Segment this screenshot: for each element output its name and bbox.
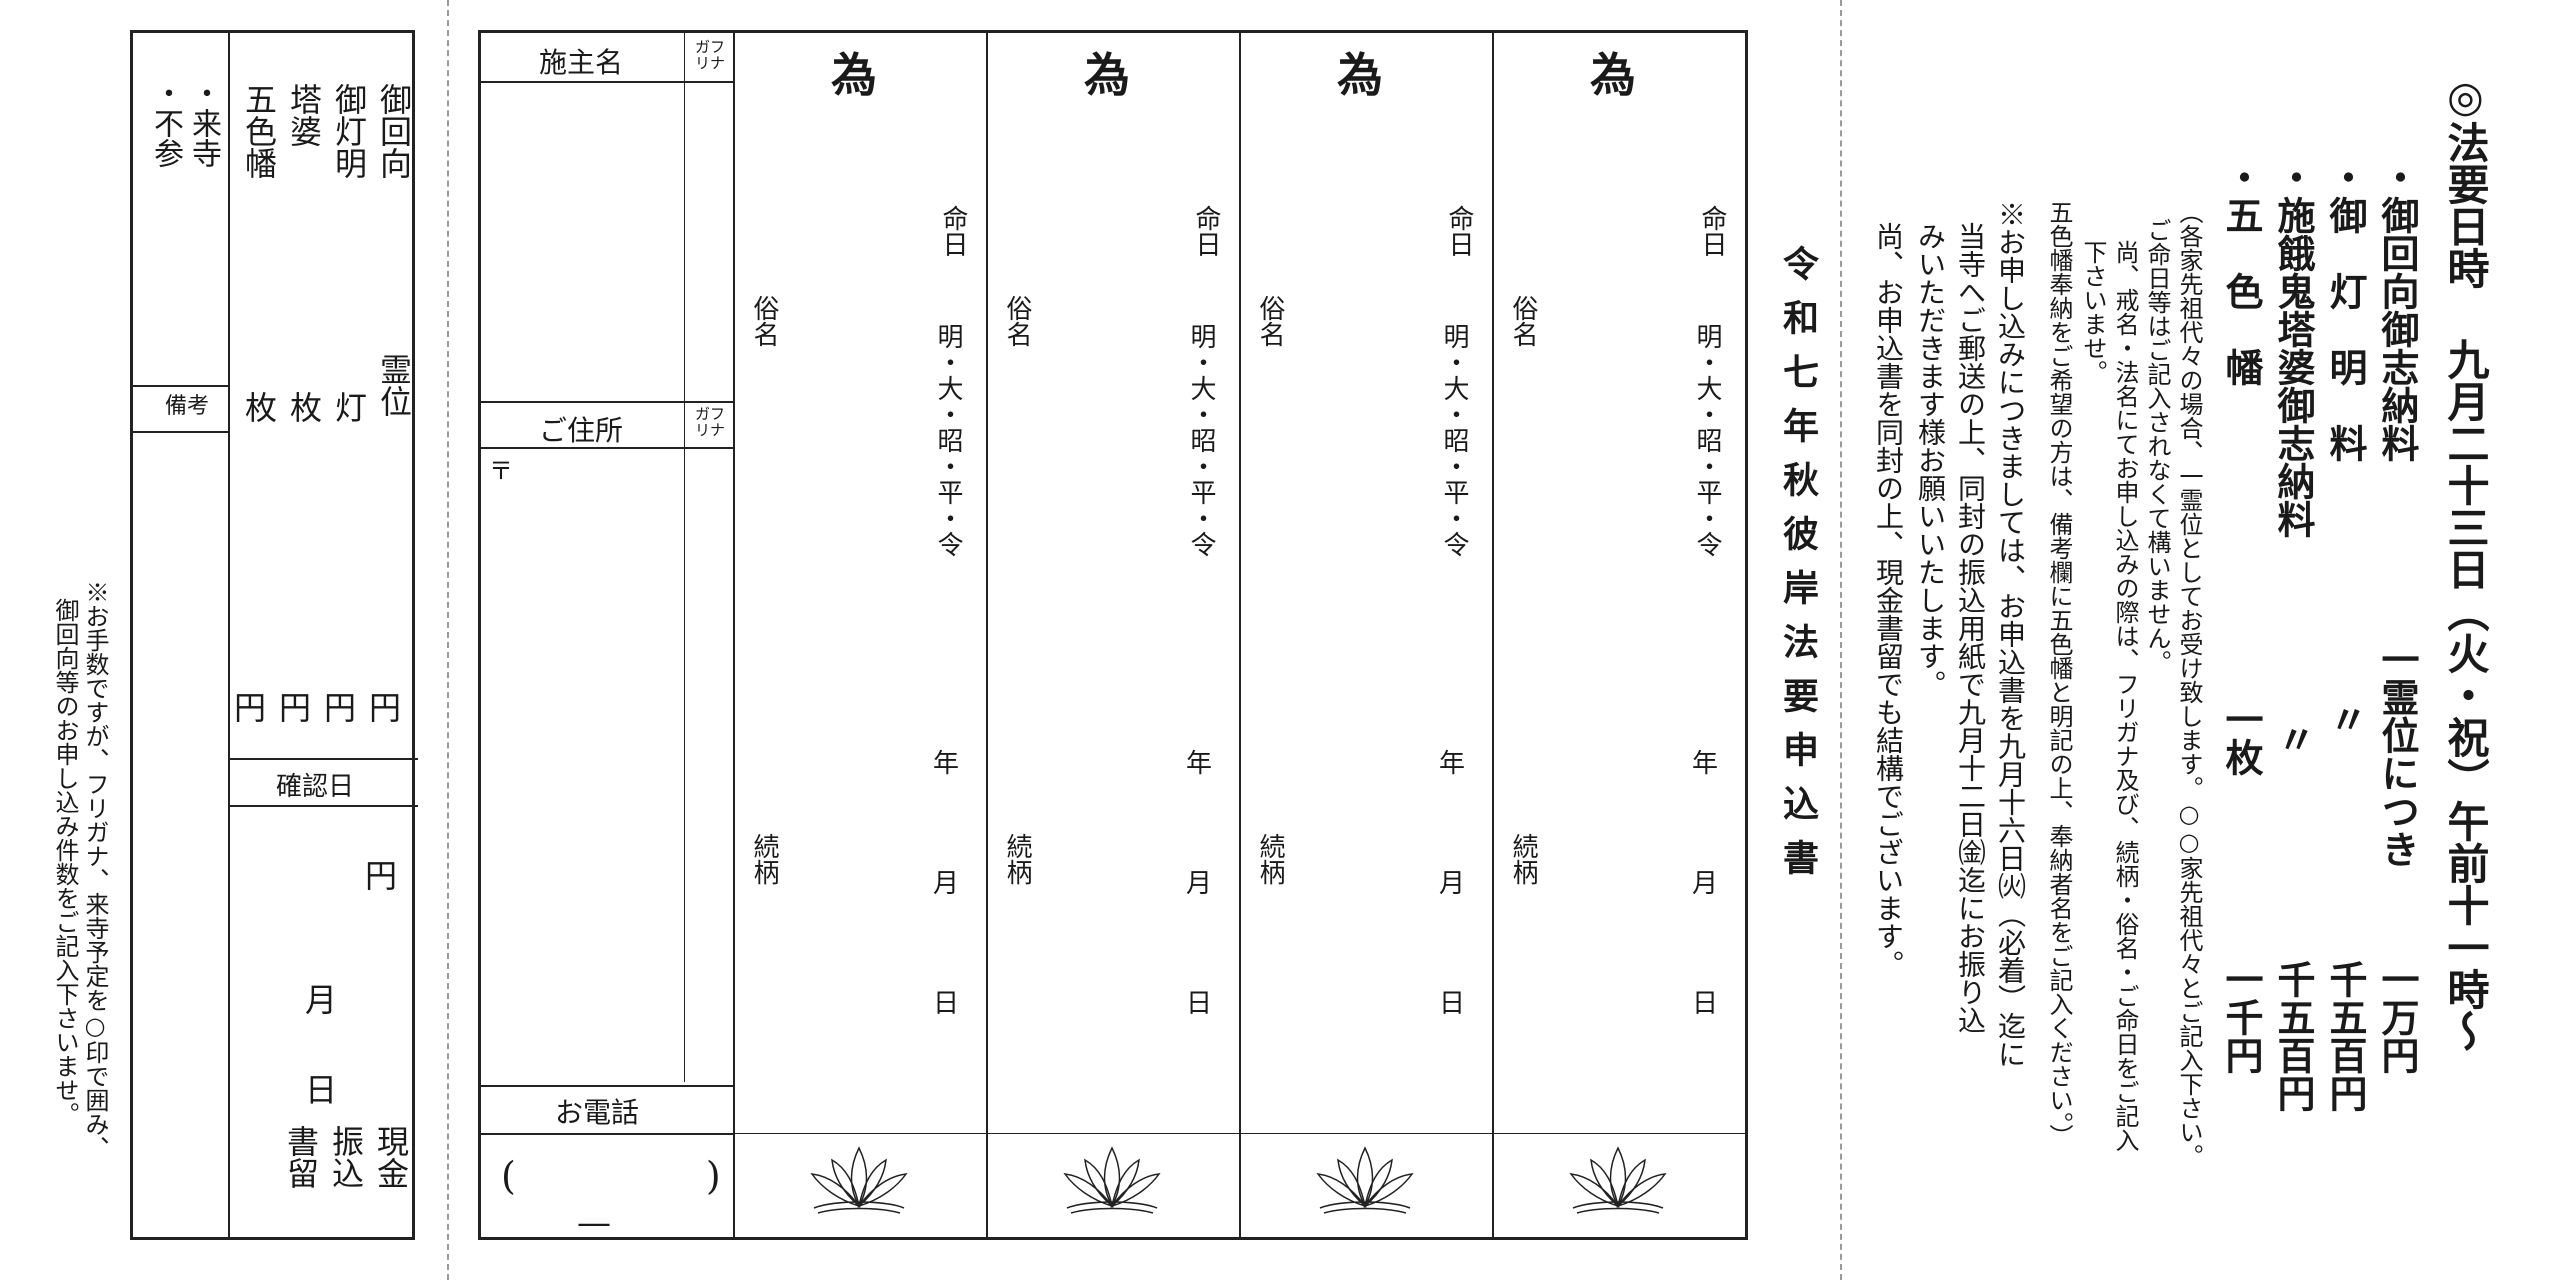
nen-label: 年 <box>1692 749 1719 779</box>
pay-genkin[interactable]: 現金 <box>372 1125 410 1189</box>
postal-mark: 〒 <box>489 457 513 485</box>
apply-2: 当寺へご郵送の上、同封の振込用紙で九月十二日㈮迄にお振り込 <box>1954 222 1987 1034</box>
item-touba-name: 塔婆 <box>285 83 323 147</box>
item-ekou-unit: 霊位 <box>375 353 413 417</box>
tsuki-label: 月 <box>1692 869 1719 899</box>
lotus-icon <box>1316 1146 1414 1214</box>
summary-box: ・来寺 ・不参 備考 御回向 霊位 円 御灯明 灯 円 塔婆 枚 円 五色幡 枚… <box>130 30 418 1240</box>
tsuki-label: 月 <box>1186 869 1213 899</box>
era-options[interactable]: 明・大・昭・平・令 <box>1692 323 1722 557</box>
meinichi-label: 命日 <box>1444 205 1474 257</box>
note-5: 五色幡奉納をご希望の方は、備考欄に五色幡と明記の上、奉納者名をご記入ください。） <box>2045 200 2073 1148</box>
jusho-label: ご住所 <box>539 414 624 447</box>
confirm-yen: 円 <box>365 857 398 895</box>
item-toumyou-yen: 円 <box>324 689 357 727</box>
confirm-day: 日 <box>305 1071 338 1109</box>
zokumyo-label: 俗名 <box>1255 295 1285 347</box>
apply-1: ※お申し込みにつきましては、お申込書を九月十六日㈫（必着）迄に <box>1994 200 2027 1068</box>
tame-char: 為 <box>831 48 877 102</box>
hi-label: 日 <box>1186 989 1213 1019</box>
seshu-furigana-field[interactable] <box>687 85 731 397</box>
left-note: ※お手数ですが、フリガナ、来寺予定を○印で囲み、 御回向等のお申し込み件数をご記… <box>50 580 110 1160</box>
attend-fusan[interactable]: ・不参 <box>148 78 183 168</box>
cut-line-left <box>447 0 449 1280</box>
nen-label: 年 <box>1186 749 1213 779</box>
hi-label: 日 <box>1692 989 1719 1019</box>
lotus-icon <box>810 1146 908 1214</box>
lotus-icon <box>1063 1146 1161 1214</box>
zokugara-label: 続柄 <box>1002 833 1032 885</box>
zokugara-label: 続柄 <box>1255 833 1285 885</box>
zokumyo-label: 俗名 <box>1508 295 1538 347</box>
item-goshikiban-name: 五色幡 <box>240 83 278 179</box>
seshu-furigana-label: ガフリナ <box>694 38 725 72</box>
tame-char: 為 <box>1590 48 1636 102</box>
application-form: 施主名 ガフリナ ご住所 ガフリナ 〒 お電話 ( ) — 為 命日 明・大・昭… <box>478 30 1748 1243</box>
seshu-label: 施主名 <box>539 46 624 79</box>
tsuki-label: 月 <box>933 869 960 899</box>
item-touba-unit: 枚 <box>285 391 323 423</box>
confirm-month: 月 <box>305 981 338 1019</box>
date-line: ◎法要日時 九月二十三日（火・祝）午前十一時～ <box>2441 72 2490 1052</box>
era-options[interactable]: 明・大・昭・平・令 <box>933 323 963 557</box>
tame-char: 為 <box>1084 48 1130 102</box>
jusho-furigana-label: ガフリナ <box>694 405 725 439</box>
pay-kakitome[interactable]: 書留 <box>282 1125 320 1189</box>
meinichi-label: 命日 <box>1191 205 1221 257</box>
left-note-line2: 御回向等のお申し込み件数をご記入下さいませ。 <box>51 598 79 1126</box>
hi-label: 日 <box>1439 989 1466 1019</box>
note-1: （各家先祖代々の場合、一霊位としてお受け致します。○○家先祖代々とご記入下さい。 <box>2175 200 2203 1168</box>
nen-label: 年 <box>1439 749 1466 779</box>
item-touba-yen: 円 <box>279 689 312 727</box>
jusho-field[interactable] <box>485 451 681 1081</box>
zokugara-label: 続柄 <box>749 833 779 885</box>
note-3: 尚、戒名・法名にてお申し込みの際は、フリガナ及び、続柄・俗名・ご命日をご記入 <box>2111 240 2139 1152</box>
item-goshikiban-yen: 円 <box>234 689 267 727</box>
meinichi-label: 命日 <box>1697 205 1727 257</box>
tame-char: 為 <box>1337 48 1383 102</box>
item-toumyou-unit: 灯 <box>330 391 368 423</box>
era-options[interactable]: 明・大・昭・平・令 <box>1439 323 1469 557</box>
nen-label: 年 <box>933 749 960 779</box>
note-2: ご命日等はご記入されなくて構いません。 <box>2143 218 2171 674</box>
item-goshikiban-unit: 枚 <box>240 391 278 423</box>
biko-label: 備考 <box>165 394 210 419</box>
pay-furikomi[interactable]: 振込 <box>327 1125 365 1189</box>
note-4: 下さいませ。 <box>2079 240 2107 384</box>
item-toumyou-name: 御灯明 <box>330 83 368 179</box>
zokumyo-label: 俗名 <box>749 295 779 347</box>
confirm-label: 確認日 <box>276 772 355 802</box>
hi-label: 日 <box>933 989 960 1019</box>
tsuki-label: 月 <box>1439 869 1466 899</box>
item-ekou-yen: 円 <box>369 689 402 727</box>
apply-4: 尚、お申込書を同封の上、現金書留でも結構でございます。 <box>1872 222 1905 978</box>
zokumyo-label: 俗名 <box>1002 295 1032 347</box>
seshu-name-field[interactable] <box>485 85 681 397</box>
left-note-line1: ※お手数ですが、フリガナ、来寺予定を○印で囲み、 <box>81 580 109 1160</box>
cut-line-right <box>1840 0 1842 1280</box>
page-title: 令和七年秋彼岸法要申込書 <box>1777 245 1819 893</box>
item-ekou-name: 御回向 <box>375 83 413 179</box>
attend-kurai[interactable]: ・来寺 <box>186 78 221 168</box>
phone-dash: — <box>577 1203 611 1243</box>
denwa-label: お電話 <box>555 1096 640 1129</box>
meinichi-label: 命日 <box>938 205 968 257</box>
apply-3: みいただきます様お願いいたします。 <box>1914 222 1947 698</box>
zokugara-label: 続柄 <box>1508 833 1538 885</box>
phone-paren[interactable]: ( ) <box>501 1154 721 1198</box>
lotus-icon <box>1569 1146 1667 1214</box>
era-options[interactable]: 明・大・昭・平・令 <box>1186 323 1216 557</box>
